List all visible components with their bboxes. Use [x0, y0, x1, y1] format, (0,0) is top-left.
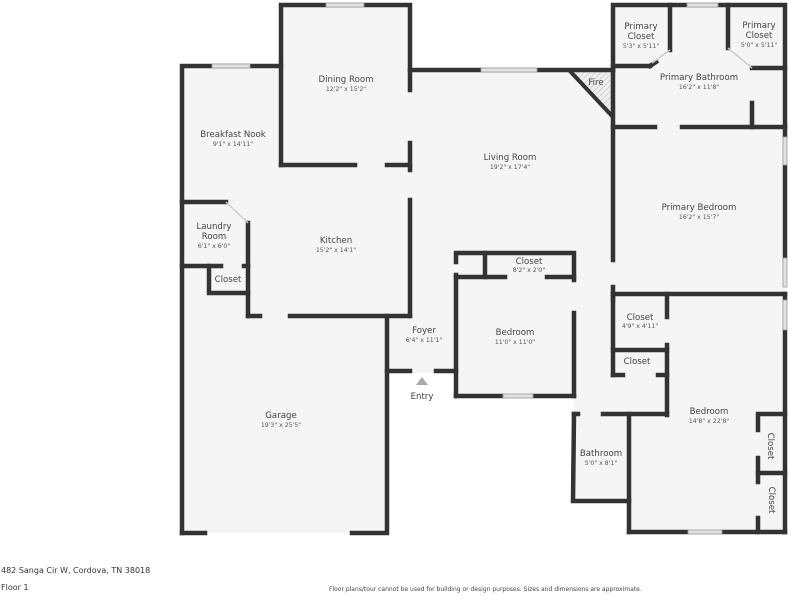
svg-text:19'3" x 25'5": 19'3" x 25'5" — [261, 422, 301, 429]
label-entry: Entry — [411, 392, 434, 402]
label-primary-closet-left: Primary — [624, 22, 657, 32]
svg-text:5'0" x 8'1": 5'0" x 8'1" — [585, 460, 618, 467]
label-primary-bedroom: Primary Bedroom — [662, 203, 737, 213]
entry-arrow-icon — [416, 377, 428, 385]
svg-text:12'2" x 15'2": 12'2" x 15'2" — [326, 86, 366, 93]
svg-text:15'2" x 14'1": 15'2" x 14'1" — [316, 247, 356, 254]
svg-text:5'0" x 5'11": 5'0" x 5'11" — [741, 42, 778, 49]
floor-plan: Dining Room 12'2" x 15'2" Breakfast Nook… — [179, 2, 788, 536]
label-closet-c: Closet — [765, 433, 775, 460]
svg-text:11'0" x 11'0": 11'0" x 11'0" — [495, 339, 535, 346]
label-laundry-room: Laundry — [196, 222, 231, 232]
floor-label: Floor 1 — [1, 583, 29, 592]
svg-text:9'1" x 14'11": 9'1" x 14'11" — [213, 141, 253, 148]
label-breakfast-nook: Breakfast Nook — [200, 130, 266, 140]
svg-text:16'2" x 15'7": 16'2" x 15'7" — [679, 214, 719, 221]
label-fire: Fire — [588, 78, 603, 88]
disclaimer: Floor plans/tour cannot be used for buil… — [329, 586, 642, 593]
floor-fill — [182, 5, 785, 533]
label-hall-closet: Closet — [516, 257, 543, 267]
svg-text:Closet: Closet — [628, 32, 655, 42]
label-laundry-closet: Closet — [215, 275, 242, 285]
windows — [211, 2, 788, 535]
svg-text:8'2" x 2'0": 8'2" x 2'0" — [513, 267, 546, 274]
property-address: 482 Sanga Cir W, Cordova, TN 38018 — [1, 566, 151, 575]
diagonal-doors — [225, 47, 753, 224]
label-living-room: Living Room — [484, 153, 537, 163]
label-closet-d: Closet — [766, 487, 776, 514]
svg-text:6'4" x 11'1": 6'4" x 11'1" — [406, 337, 443, 344]
svg-text:14'8" x 22'8": 14'8" x 22'8" — [689, 418, 729, 425]
svg-text:Room: Room — [202, 232, 226, 242]
label-primary-bathroom: Primary Bathroom — [660, 73, 738, 83]
svg-text:6'1" x 6'0": 6'1" x 6'0" — [198, 243, 231, 250]
svg-text:16'2" x 11'8": 16'2" x 11'8" — [679, 84, 719, 91]
label-closet-b: Closet — [624, 357, 651, 367]
svg-text:5'3" x 5'11": 5'3" x 5'11" — [623, 43, 660, 50]
label-bathroom: Bathroom — [580, 449, 622, 459]
svg-text:Closet: Closet — [746, 31, 773, 41]
label-closet-a: Closet — [627, 313, 654, 323]
svg-text:19'2" x 17'4": 19'2" x 17'4" — [490, 164, 530, 171]
svg-text:4'9" x 4'11": 4'9" x 4'11" — [622, 323, 659, 330]
label-foyer: Foyer — [412, 326, 436, 336]
label-primary-closet-right: Primary — [742, 21, 775, 31]
label-garage: Garage — [265, 411, 296, 421]
label-kitchen: Kitchen — [320, 236, 352, 246]
label-dining-room: Dining Room — [319, 75, 374, 85]
room-labels: Dining Room 12'2" x 15'2" Breakfast Nook… — [196, 21, 777, 514]
label-bedroom-3: Bedroom — [690, 407, 729, 417]
label-bedroom-2: Bedroom — [496, 328, 535, 338]
